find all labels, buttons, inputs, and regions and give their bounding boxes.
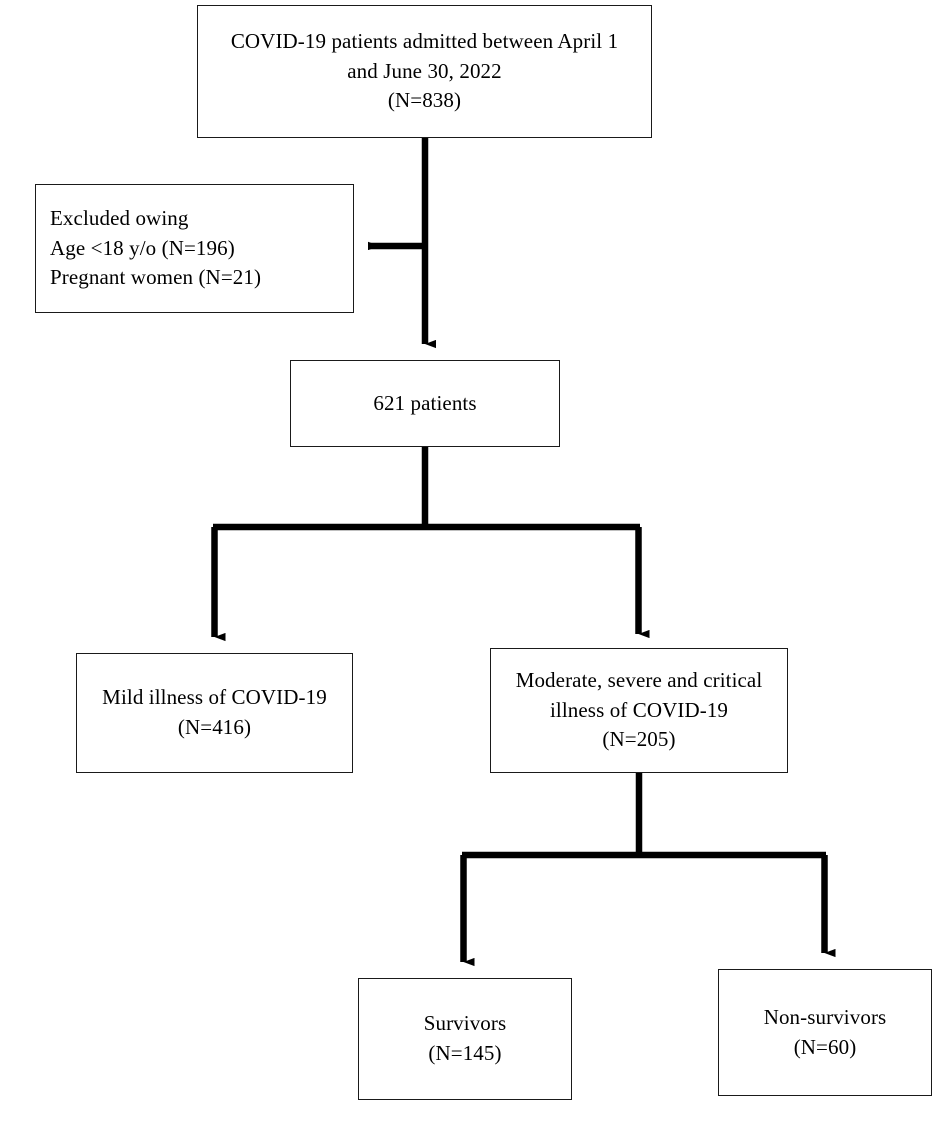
edge-moderate-split <box>460 773 836 967</box>
node-survivors-line-1: Survivors <box>423 1011 507 1036</box>
node-admitted-line-3: (N=838) <box>387 88 462 113</box>
node-moderate-line-1: Moderate, severe and critical <box>515 667 763 692</box>
node-moderate-line-2: illness of COVID-19 <box>549 697 729 722</box>
node-admitted-line-2: and June 30, 2022 <box>347 58 502 83</box>
node-admitted-line-1: COVID-19 patients admitted between April… <box>230 28 619 53</box>
node-nonsurvivors-line-1: Non-survivors <box>763 1004 887 1029</box>
node-moderate-line-3: (N=205) <box>602 727 676 752</box>
node-excluded-line-1: Excluded owing <box>50 205 189 230</box>
node-survivors-line-2: (N=145) <box>428 1041 502 1065</box>
node-excluded-line-3: Pregnant women (N=21) <box>50 265 262 290</box>
node-mild-line-1: Mild illness of COVID-19 <box>102 685 327 710</box>
node-mild-line-2: (N=416) <box>177 715 252 739</box>
node-eligible-line-1: 621 patients <box>373 390 477 415</box>
node-non-survivors: Non-survivors (N=60) <box>718 969 932 1096</box>
node-eligible-patients: 621 patients <box>290 360 560 447</box>
node-mild-illness: Mild illness of COVID-19 (N=416) <box>76 653 353 773</box>
node-admitted-patients: COVID-19 patients admitted between April… <box>197 5 652 138</box>
node-excluded-criteria: Excluded owing Age <18 y/o (N=196) Pregn… <box>35 184 354 313</box>
node-nonsurvivors-line-2: (N=60) <box>793 1034 857 1059</box>
node-moderate-severe-critical-illness: Moderate, severe and critical illness of… <box>490 648 788 773</box>
edge-eligible-split <box>211 447 650 642</box>
node-survivors: Survivors (N=145) <box>358 978 572 1100</box>
node-excluded-line-2: Age <18 y/o (N=196) <box>50 235 235 260</box>
